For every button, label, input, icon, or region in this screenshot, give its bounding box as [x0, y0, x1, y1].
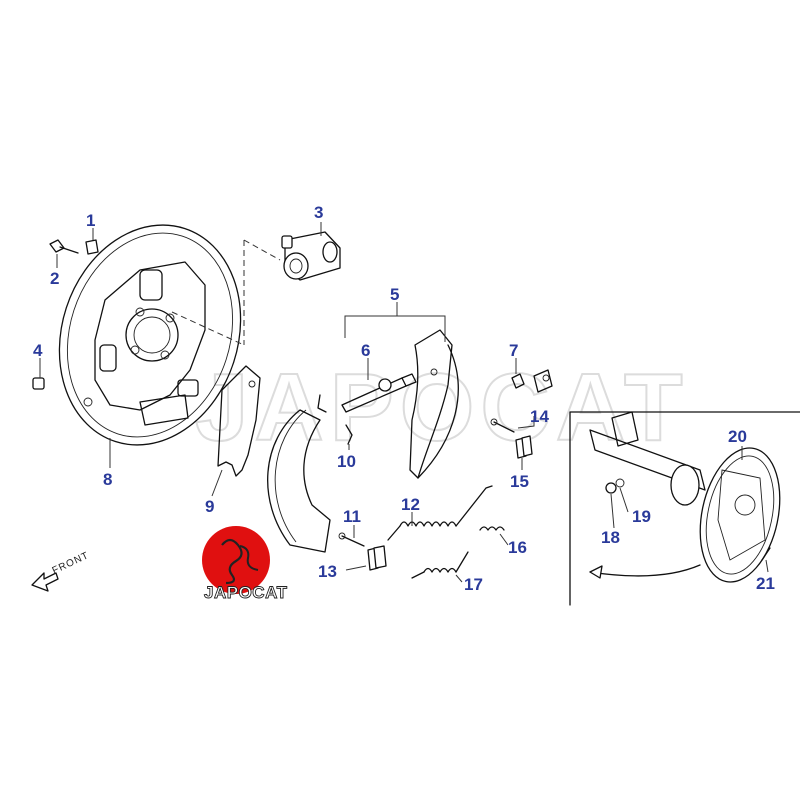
- backing-plate: [58, 224, 242, 446]
- callout-21: 21: [756, 574, 775, 593]
- clip: [345, 424, 353, 445]
- lever-link: [511, 369, 553, 393]
- brake-shoe-right: [409, 329, 459, 479]
- hold-down-spring-right: [515, 435, 533, 459]
- adjuster-strut: [341, 373, 417, 413]
- hold-down-spring-left: [367, 545, 387, 571]
- parking-lever: [217, 365, 261, 477]
- watermark-text: JAPOCAT: [195, 354, 689, 461]
- callout-12: 12: [401, 495, 420, 514]
- logo-text: JAPOCAT: [204, 583, 288, 602]
- callout-18: 18: [601, 528, 620, 547]
- hold-down-pin-right: [490, 418, 515, 433]
- callout-9: 9: [205, 497, 214, 516]
- japocat-logo: JAPOCAT: [202, 526, 288, 602]
- wheel-cylinder: [281, 231, 341, 281]
- callout-19: 19: [632, 507, 651, 526]
- callouts: 1 2 3 4 5 6 7 8 9 10 11 12 13 14 15 16 1…: [33, 203, 775, 594]
- callout-5: 5: [390, 285, 399, 304]
- bleeder-cap: [85, 239, 99, 255]
- callout-1: 1: [86, 211, 95, 230]
- hold-down-pin-left: [338, 532, 365, 547]
- callout-4: 4: [33, 341, 43, 360]
- leader-lines: [39, 222, 769, 583]
- return-spring-lower: [411, 551, 469, 579]
- callout-11: 11: [343, 507, 361, 526]
- front-label: FRONT: [51, 550, 91, 577]
- callout-6: 6: [361, 341, 370, 360]
- brake-shoe-left: [267, 394, 331, 553]
- callout-17: 17: [464, 575, 483, 594]
- adjuster-spring: [479, 526, 505, 531]
- callout-14: 14: [530, 407, 549, 426]
- callout-7: 7: [509, 341, 518, 360]
- plug: [32, 377, 45, 390]
- callout-15: 15: [510, 472, 529, 491]
- callout-8: 8: [103, 470, 112, 489]
- callout-16: 16: [508, 538, 527, 557]
- front-indicator: FRONT: [31, 550, 91, 592]
- callout-10: 10: [337, 452, 356, 471]
- bleeder-screw: [49, 239, 79, 254]
- callout-3: 3: [314, 203, 323, 222]
- callout-13: 13: [318, 562, 337, 581]
- assembly-inset: [569, 411, 800, 606]
- callout-20: 20: [728, 427, 747, 446]
- callout-2: 2: [50, 269, 59, 288]
- return-spring-upper: [387, 485, 493, 541]
